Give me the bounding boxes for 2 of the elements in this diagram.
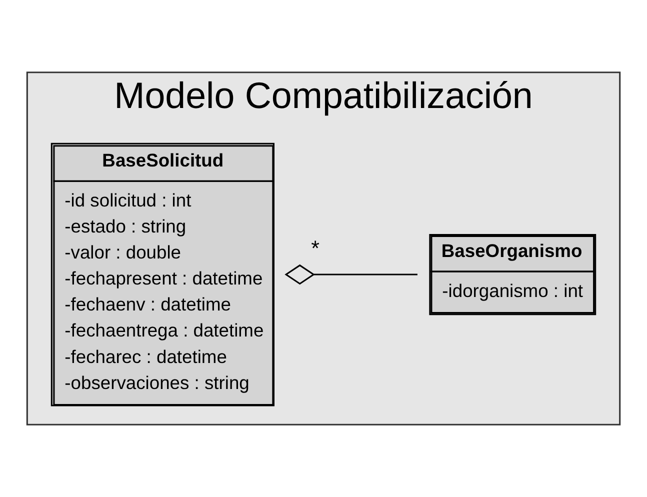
connector — [284, 264, 418, 285]
edge-label: * — [311, 236, 320, 261]
